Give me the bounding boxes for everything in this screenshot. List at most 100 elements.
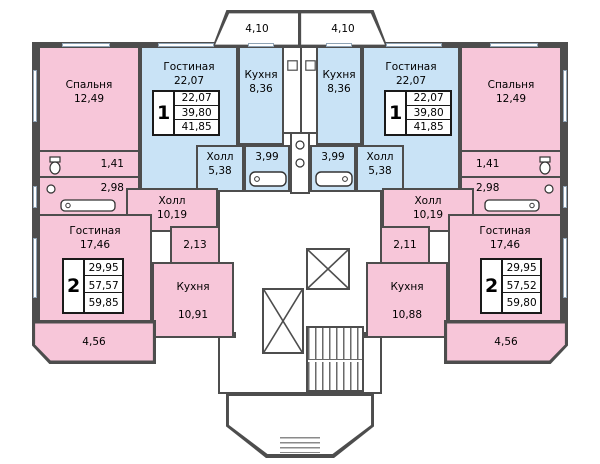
balcony-top-left: 4,10	[212, 10, 302, 48]
room-wc-right: 1,41	[460, 150, 562, 178]
window	[248, 43, 274, 47]
room-corridor-213-left: 2,13	[170, 226, 220, 264]
elevator-icon	[308, 250, 348, 288]
balcony-area: 4,56	[82, 336, 106, 348]
bathtub-icon	[315, 171, 353, 187]
apartment-area-value: 22,07	[407, 92, 450, 106]
apartment-area-value: 29,95	[503, 262, 540, 276]
room-area: 5,38	[208, 165, 232, 178]
apartment-areas: 29,95 57,57 59,85	[85, 260, 122, 312]
room-name: Холл	[158, 195, 186, 207]
apartment-area-value: 39,80	[407, 107, 450, 121]
stairs-icon	[306, 326, 364, 392]
room-area: 3,99	[255, 151, 279, 163]
sink-icon	[46, 184, 56, 194]
elevator-icon	[264, 290, 302, 352]
utility-shaft	[282, 44, 318, 134]
room-bedroom-left: Спальня 12,49	[38, 46, 140, 152]
room-area: 8,36	[249, 83, 273, 96]
entrance-vestibule	[226, 392, 374, 458]
room-area: 2,11	[393, 239, 417, 251]
balcony-area: 4,56	[494, 336, 518, 348]
room-name: Холл	[366, 151, 394, 163]
room-living2-right: Гостиная 17,46 2 29,95 57,52 59,80	[448, 214, 562, 322]
window	[326, 43, 352, 47]
room-living2-left: Гостиная 17,46 2 29,95 57,57 59,85	[38, 214, 152, 322]
window	[158, 43, 214, 47]
balcony-bottom-right: 4,56	[444, 320, 568, 364]
apartment-area-value: 41,85	[413, 121, 444, 134]
window	[33, 186, 37, 208]
room-kitchen-top-left: Кухня 8,36	[238, 46, 284, 145]
apartment-number: 1	[154, 92, 176, 134]
room-name: Спальня	[65, 79, 113, 91]
appliance-icon	[287, 60, 298, 71]
entrance-steps-icon	[280, 437, 320, 453]
apartment-info-2-right: 2 29,95 57,52 59,80	[480, 258, 542, 314]
room-area: 3,99	[321, 151, 345, 163]
appliance-icon	[305, 60, 316, 71]
stair-landing	[308, 359, 362, 362]
sink-icon	[295, 140, 305, 150]
room-bathroom-399-right: 3,99	[310, 145, 356, 192]
elevator-shaft-2	[262, 288, 304, 354]
room-name: Холл	[206, 151, 234, 163]
toilet-icon	[539, 156, 551, 175]
balcony-area: 4,10	[245, 23, 269, 35]
apartment-area-value: 59,85	[88, 297, 119, 310]
room-name: Кухня	[176, 281, 210, 293]
apartment-areas: 22,07 39,80 41,85	[407, 92, 450, 134]
room-wc-left: 1,41	[38, 150, 140, 178]
balcony-top-right: 4,10	[298, 10, 388, 48]
room-kitchen-right: Кухня 10,88	[366, 262, 448, 338]
balcony-floor: 4,56	[35, 323, 153, 361]
room-area: 22,07	[173, 75, 205, 88]
bathtub-icon	[249, 171, 287, 187]
room-name: Кухня	[322, 69, 356, 81]
room-area: 1,41	[476, 157, 500, 170]
apartment-number: 1	[386, 92, 408, 134]
room-hall-small-right: Холл 5,38	[356, 145, 404, 192]
apartment-info-1-left: 1 22,07 39,80 41,85	[152, 90, 220, 136]
apartment-number: 2	[482, 260, 504, 312]
entrance-floor	[228, 395, 372, 455]
room-area: 17,46	[489, 239, 521, 252]
room-area: 2,13	[183, 239, 207, 251]
apartment-area-value: 29,95	[85, 262, 122, 276]
apartment-area-value: 39,80	[175, 107, 218, 121]
room-area: 2,98	[100, 182, 124, 194]
bathtub-icon	[484, 199, 540, 212]
window	[33, 238, 37, 298]
room-area: 12,49	[73, 93, 105, 106]
room-kitchen-top-right: Кухня 8,36	[316, 46, 362, 145]
room-name: Гостиная	[479, 225, 531, 237]
room-area: 2,98	[476, 182, 500, 194]
room-area: 1,41	[100, 157, 124, 170]
room-area: 10,19	[412, 209, 444, 222]
apartment-area-value: 22,07	[175, 92, 218, 106]
apartment-info-2-left: 2 29,95 57,57 59,85	[62, 258, 124, 314]
sink-icon	[295, 158, 305, 168]
balcony-floor: 4,10	[215, 13, 299, 45]
room-area: 10,19	[156, 209, 188, 222]
room-area: 8,36	[327, 83, 351, 96]
apartment-number: 2	[64, 260, 86, 312]
room-name: Гостиная	[385, 61, 437, 73]
room-bedroom-right: Спальня 12,49	[460, 46, 562, 152]
room-kitchen-left: Кухня 10,91	[152, 262, 234, 338]
room-area: 17,46	[79, 239, 111, 252]
room-bathroom-298-right: 2,98	[460, 176, 562, 216]
apartment-area-value: 59,80	[506, 297, 537, 310]
window	[386, 43, 442, 47]
window	[563, 238, 567, 298]
room-name: Спальня	[487, 79, 535, 91]
window	[490, 43, 538, 47]
room-name: Гостиная	[69, 225, 121, 237]
room-name: Кухня	[244, 69, 278, 81]
wall	[300, 46, 302, 132]
room-area: 10,88	[391, 309, 423, 322]
balcony-floor: 4,10	[301, 13, 385, 45]
room-corridor-211-right: 2,11	[380, 226, 430, 264]
room-area: 22,07	[395, 75, 427, 88]
